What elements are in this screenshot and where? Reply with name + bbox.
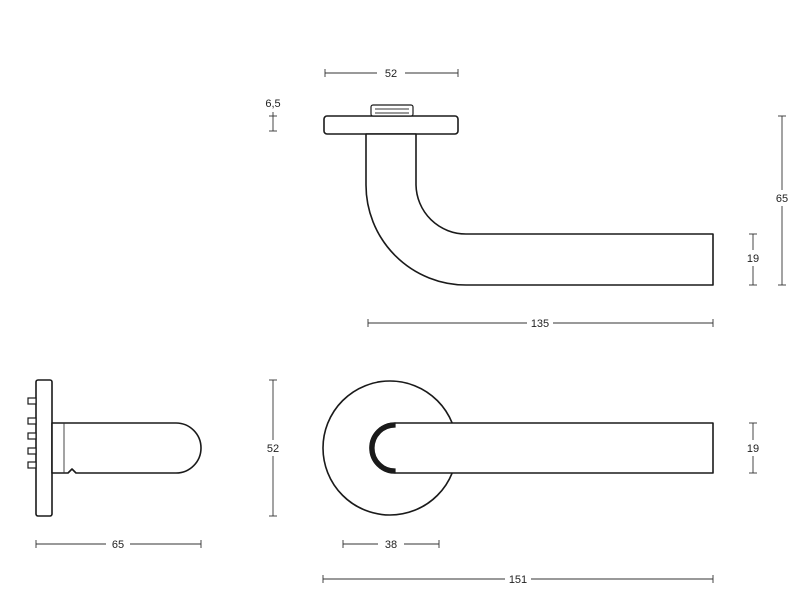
dim-label: 52 (385, 68, 397, 80)
dim-label: 65 (112, 539, 124, 551)
dim-label: 19 (747, 443, 759, 455)
mounting-stud (27, 447, 37, 455)
dim-label: 19 (747, 253, 759, 265)
dim-lever-length: 135 (367, 318, 714, 330)
dim-label: 38 (385, 539, 397, 551)
dim-label: 65 (776, 193, 788, 205)
mounting-stud (27, 417, 37, 425)
mounting-stud (27, 461, 37, 469)
lever-body-front (369, 422, 714, 474)
dim-lever-thickness-front: 19 (747, 422, 759, 474)
dim-overall-length: 151 (322, 574, 714, 586)
dim-label: 52 (267, 443, 279, 455)
dim-rose-diameter-side: 52 (267, 379, 279, 517)
dim-lever-thickness-top: 19 (747, 233, 759, 286)
rose-plate-top (323, 115, 459, 135)
dim-label: 135 (531, 318, 549, 330)
dim-rose-width-top: 52 (324, 68, 459, 80)
front-view (322, 380, 714, 516)
dim-rose-thickness: 6,5 (265, 98, 281, 132)
mounting-stud (27, 432, 37, 440)
lever-shadow-arc (369, 422, 396, 474)
dim-label: 151 (509, 574, 527, 586)
top-view (323, 104, 714, 286)
dim-projection: 65 (35, 539, 202, 551)
dimensions: 52 6,5 65 19 (35, 68, 788, 586)
lever-body-top (365, 133, 714, 286)
rose-plate-side (35, 379, 53, 517)
side-view (27, 379, 202, 517)
dim-label: 6,5 (265, 98, 280, 110)
dim-rose-radius-offset: 38 (342, 539, 440, 551)
lever-body-side (51, 422, 202, 474)
spindle-cap (370, 104, 414, 117)
mounting-stud (27, 397, 37, 405)
dim-total-height: 65 (776, 115, 788, 286)
